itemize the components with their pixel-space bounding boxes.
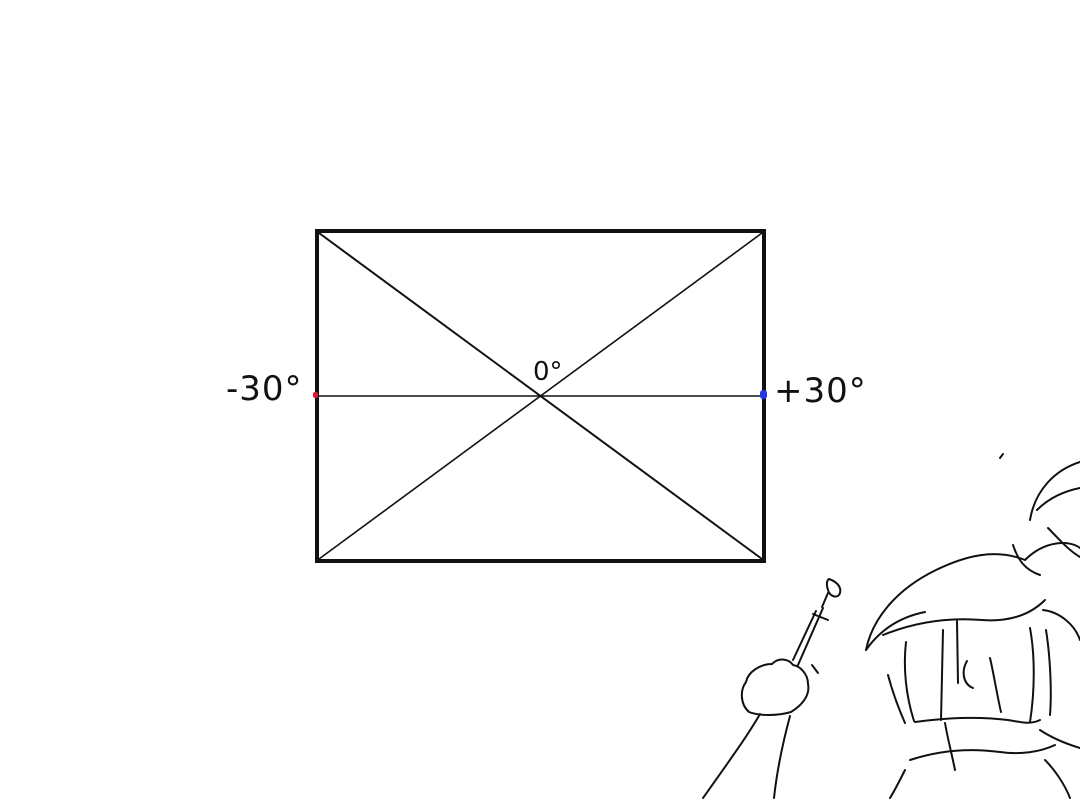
left-angle-label: -30° <box>226 369 303 409</box>
right-handle-point[interactable] <box>760 390 767 399</box>
character-sketch <box>702 453 1080 799</box>
center-angle-label: 0° <box>533 357 563 387</box>
left-handle-point[interactable] <box>313 392 318 398</box>
right-angle-label: +30° <box>774 371 867 411</box>
